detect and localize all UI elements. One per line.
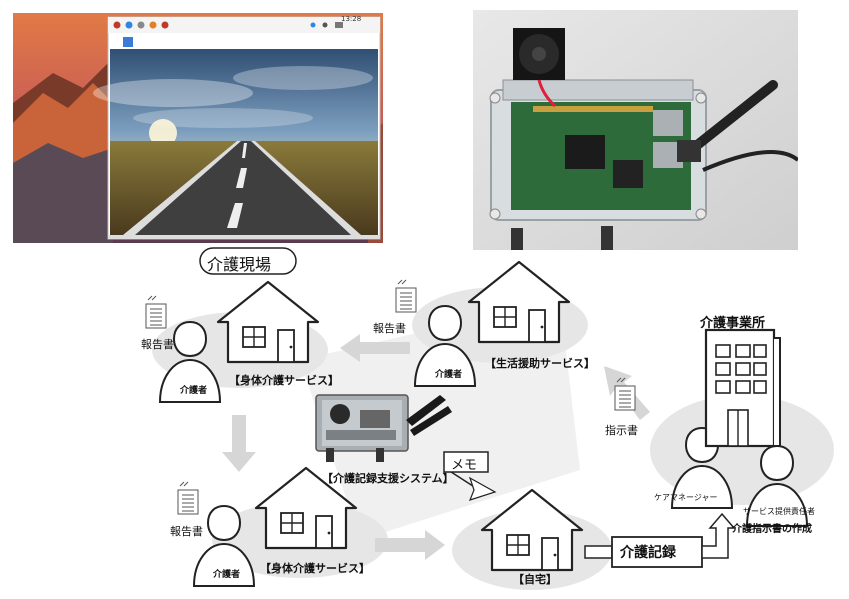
report-label-3: 報告書 [170, 525, 203, 538]
office-building-icon [704, 328, 781, 448]
report-label-2: 報告書 [373, 322, 406, 335]
taskbar-time: 13:28 [341, 15, 362, 23]
caregiver-label-2: 介護者 [435, 370, 463, 380]
instruction-create-label: 介護指示書の作成 [732, 524, 812, 535]
service-manager-label: サービス提供責任者 [743, 507, 815, 516]
record-label: 介護記録 [620, 545, 676, 561]
ellipse-office [650, 395, 834, 505]
service-body-bottom: 【身体介護サービス】 [260, 562, 370, 575]
raspberry-pi-graphic [473, 10, 798, 250]
instruction-label: 指示書 [605, 424, 638, 437]
home-label: 【自宅】 [513, 573, 557, 586]
service-life: 【生活援助サービス】 [485, 357, 595, 370]
office-label: 介護事業所 [700, 316, 766, 331]
care-manager-label: ケアマネージャー [654, 493, 718, 502]
ellipse-life [412, 287, 588, 363]
raspberry-pi-photo [473, 10, 798, 250]
caregiver-label-3: 介護者 [213, 570, 241, 580]
raspberry-pi-device-icon [315, 394, 452, 462]
service-body-top: 【身体介護サービス】 [229, 374, 339, 387]
caregiver-label-1: 介護者 [180, 386, 208, 396]
desktop-screenshot: 13:28 [13, 13, 383, 243]
desktop-screenshot-graphic [13, 13, 383, 243]
memo-label: メモ [451, 458, 478, 473]
scene-label: 介護現場 [207, 255, 272, 274]
report-label-1: 報告書 [141, 338, 174, 351]
system-label: 【介護記録支援システム】 [322, 472, 454, 485]
